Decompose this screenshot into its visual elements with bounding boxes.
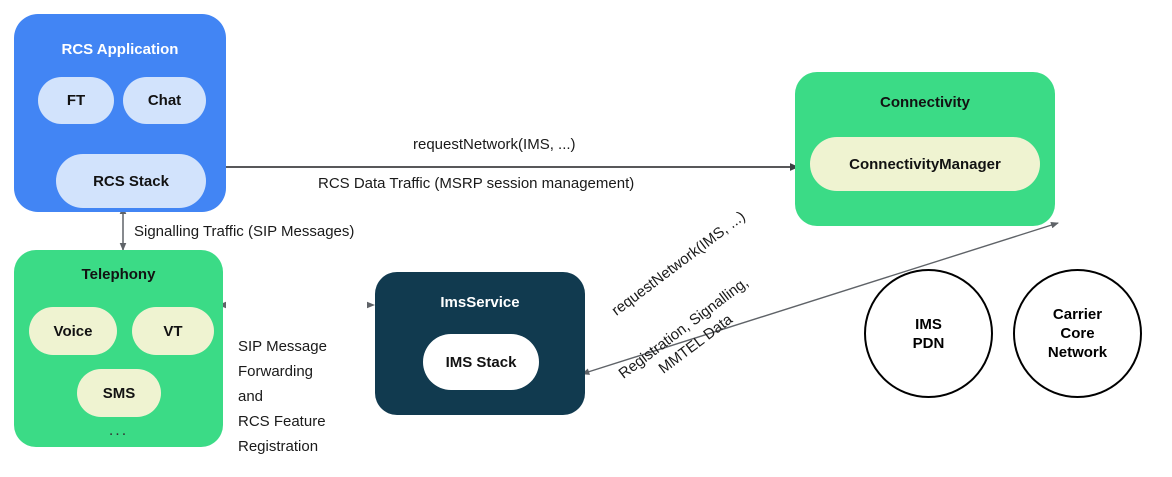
pill-sms[interactable]: SMS: [77, 369, 161, 417]
pill-rcs-stack[interactable]: RCS Stack: [56, 154, 206, 208]
edge-label-request-network-rcs: requestNetwork(IMS, ...): [413, 136, 576, 153]
pill-chat[interactable]: Chat: [123, 77, 206, 124]
pill-vt[interactable]: VT: [132, 307, 214, 355]
edge-label-rcs-data-traffic: RCS Data Traffic (MSRP session managemen…: [318, 175, 635, 192]
block-ims-service[interactable]: ImsService IMS Stack: [375, 272, 585, 415]
pill-voice[interactable]: Voice: [29, 307, 117, 355]
edge-label-signalling-traffic: Signalling Traffic (SIP Messages): [134, 223, 355, 240]
edge-label-sip-message-forwarding: SIP Message Forwarding and RCS Feature R…: [238, 338, 327, 455]
block-title-ims-service: ImsService: [440, 294, 520, 311]
telephony-more-ellipsis: ...: [108, 422, 129, 439]
node-carrier-core-network[interactable]: Carrier Core Network: [1013, 269, 1142, 398]
block-title-telephony: Telephony: [81, 266, 156, 283]
pill-connectivity-manager[interactable]: ConnectivityManager: [810, 137, 1040, 191]
block-title-connectivity: Connectivity: [879, 94, 970, 111]
block-telephony[interactable]: Telephony Voice VT SMS ...: [14, 250, 223, 447]
pill-ims-stack[interactable]: IMS Stack: [423, 334, 539, 390]
pill-ft[interactable]: FT: [38, 77, 114, 124]
block-connectivity[interactable]: Connectivity ConnectivityManager: [795, 72, 1055, 226]
block-title-rcs-application: RCS Application: [61, 41, 179, 58]
block-rcs-application[interactable]: RCS Application FT Chat RCS Stack: [14, 14, 226, 212]
node-ims-pdn[interactable]: IMS PDN: [864, 269, 993, 398]
